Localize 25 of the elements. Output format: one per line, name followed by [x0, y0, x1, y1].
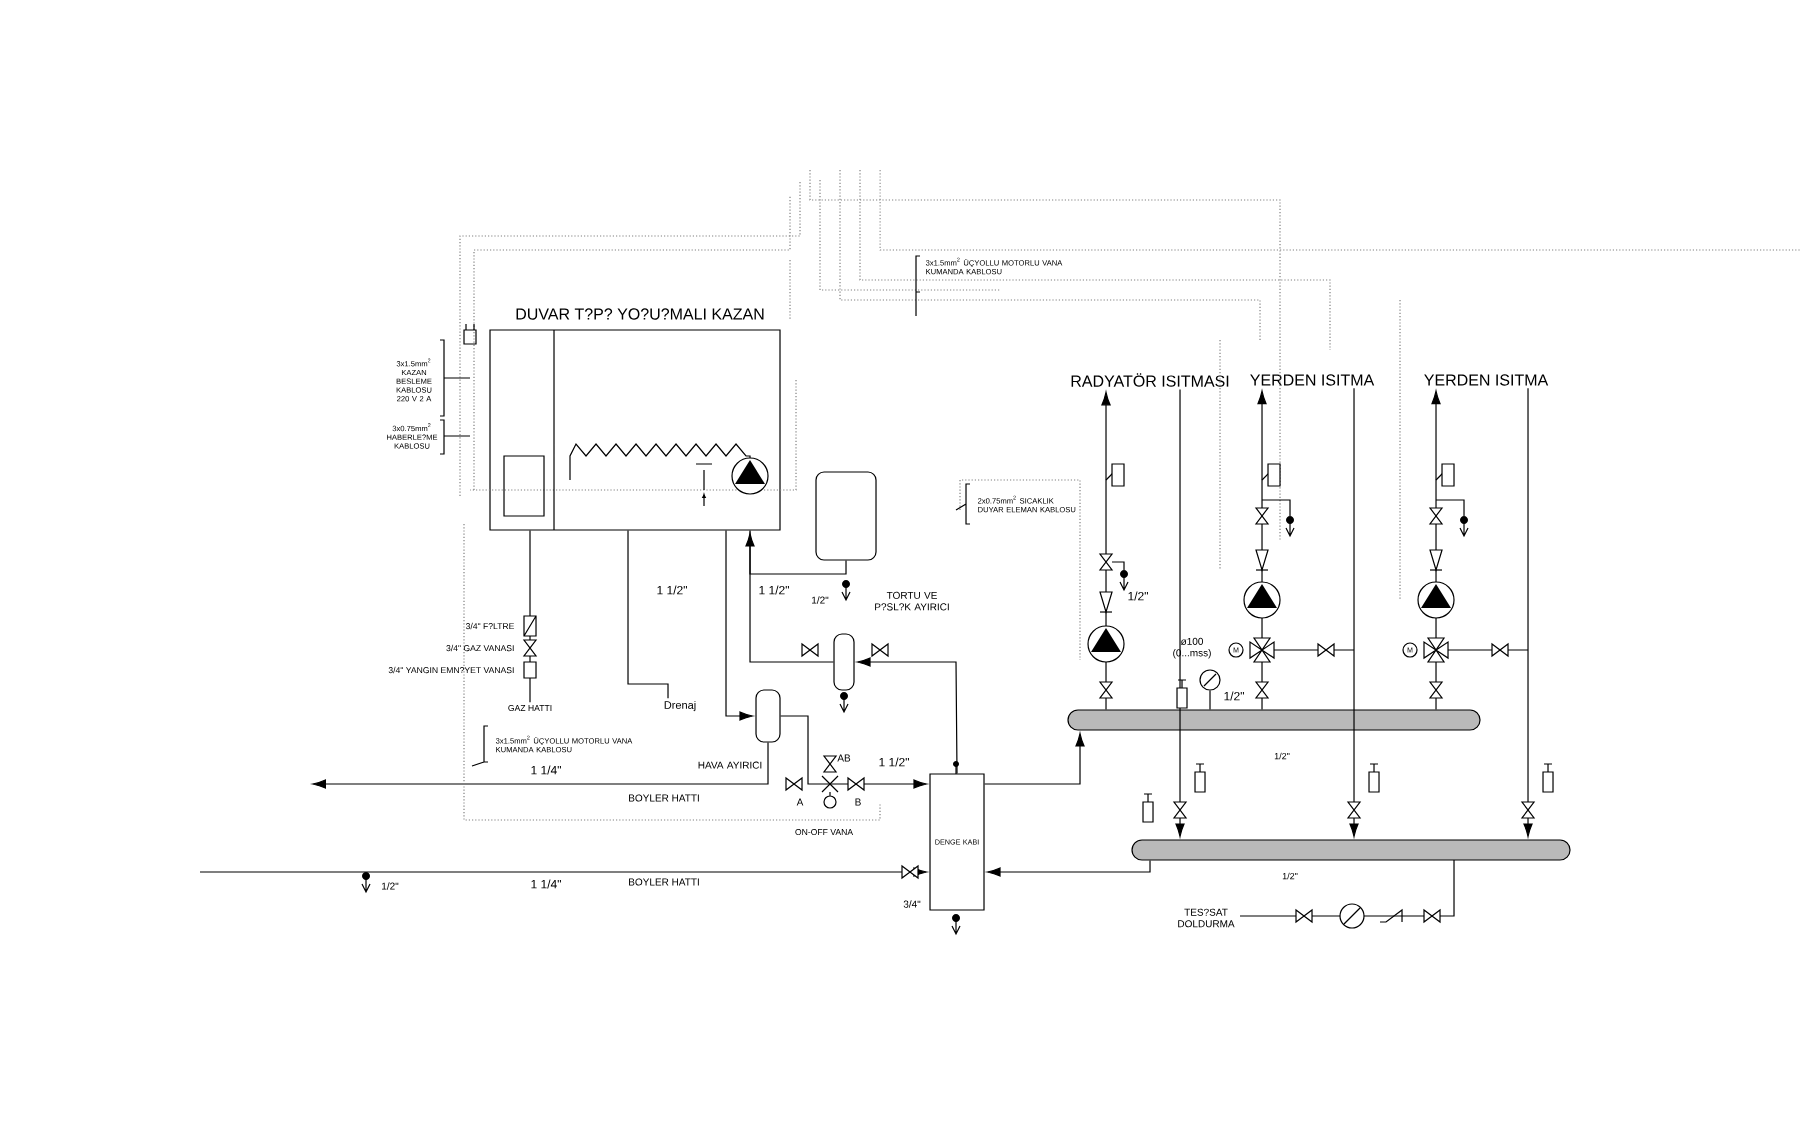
circuit-title: YERDEN ISITMA	[1250, 374, 1375, 386]
circuit-title: RADYATÖR ISITMASI	[1071, 373, 1229, 387]
pipe-arrow	[312, 742, 769, 789]
pipe-arrow	[780, 715, 928, 789]
pipe-arrow	[745, 532, 834, 663]
pipe-arrow	[1349, 387, 1359, 838]
pipe-arrow	[1523, 387, 1533, 838]
pipe	[749, 530, 847, 575]
header-bar	[1131, 839, 1571, 861]
boiler-box: DUVAR T?P? YO?U?MALI KAZAN	[489, 308, 781, 531]
header-bar	[1067, 709, 1481, 731]
expansion-tank	[815, 471, 877, 561]
pipe-arrow	[725, 530, 754, 721]
circuit-title: YERDEN ISITMA	[1424, 374, 1549, 386]
pipe-arrow	[1175, 388, 1185, 838]
pipe-arrow	[856, 657, 958, 774]
pipe	[529, 530, 531, 703]
pipe	[627, 530, 669, 699]
pipe	[1209, 690, 1211, 710]
node-label: DUVAR T?P? YO?U?MALI KAZAN	[516, 308, 764, 320]
air-separator	[755, 689, 781, 743]
pipe-arrow	[986, 860, 1151, 877]
dirt-separator	[833, 633, 855, 691]
pipe-arrow	[984, 732, 1085, 785]
pipe-arrow	[199, 867, 928, 877]
